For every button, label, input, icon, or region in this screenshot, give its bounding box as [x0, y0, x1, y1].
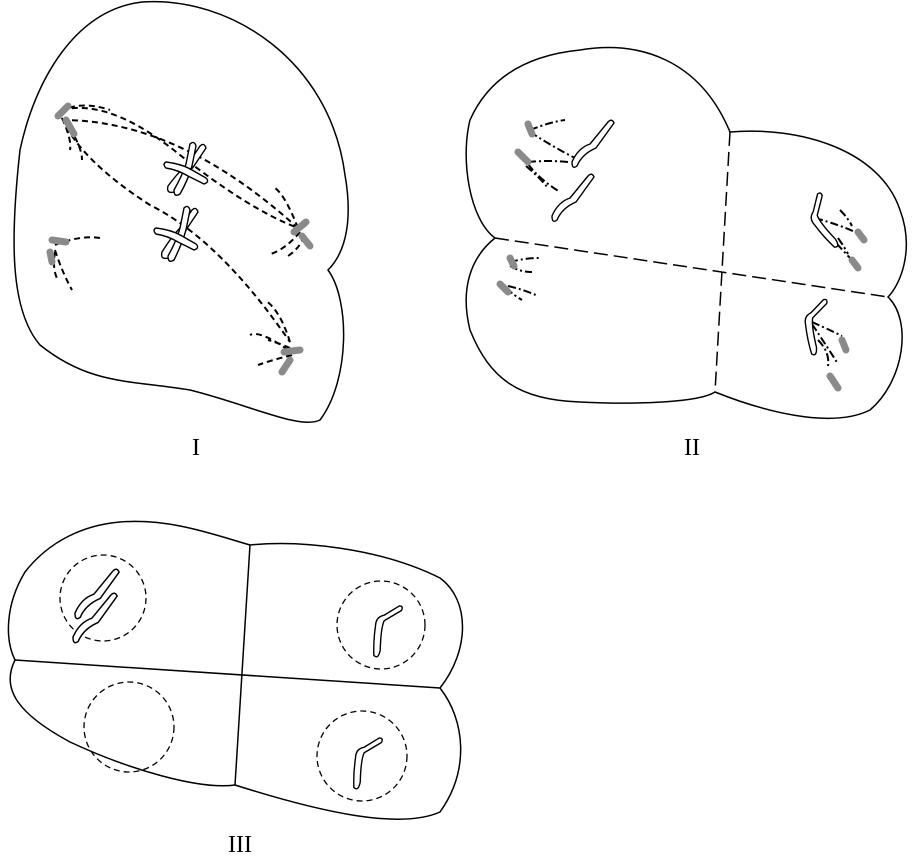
- nucleus-top-left: [59, 554, 147, 644]
- tetrad-upper: [163, 141, 209, 197]
- quadrant-bottom-left: [496, 254, 541, 301]
- stage-one: I: [13, 0, 349, 461]
- stage-label: II: [684, 435, 700, 461]
- division-wall-horizontal: [494, 237, 889, 298]
- stage-label: I: [192, 435, 200, 461]
- division-wall-vertical: [234, 544, 251, 786]
- quadrant-top-right: [801, 191, 868, 272]
- division-wall-vertical: [714, 131, 731, 393]
- stage-two: II: [465, 46, 908, 461]
- division-wall-horizontal: [14, 659, 441, 689]
- cell-outline: [465, 46, 908, 420]
- cell-outline: [7, 520, 464, 820]
- quadrant-bottom-right: [789, 297, 850, 392]
- nucleus-bottom-left: [83, 681, 175, 773]
- spindle-fibers: [53, 104, 305, 366]
- nucleus-bottom-right: [316, 710, 408, 802]
- nucleus-top-right: [336, 580, 426, 670]
- centrioles: [46, 102, 314, 376]
- quadrant-top-left: [514, 119, 615, 223]
- stage-label: III: [228, 832, 252, 858]
- cell-outline: [13, 0, 349, 424]
- stage-three: III: [7, 520, 464, 858]
- tetrad-lower: [153, 205, 199, 263]
